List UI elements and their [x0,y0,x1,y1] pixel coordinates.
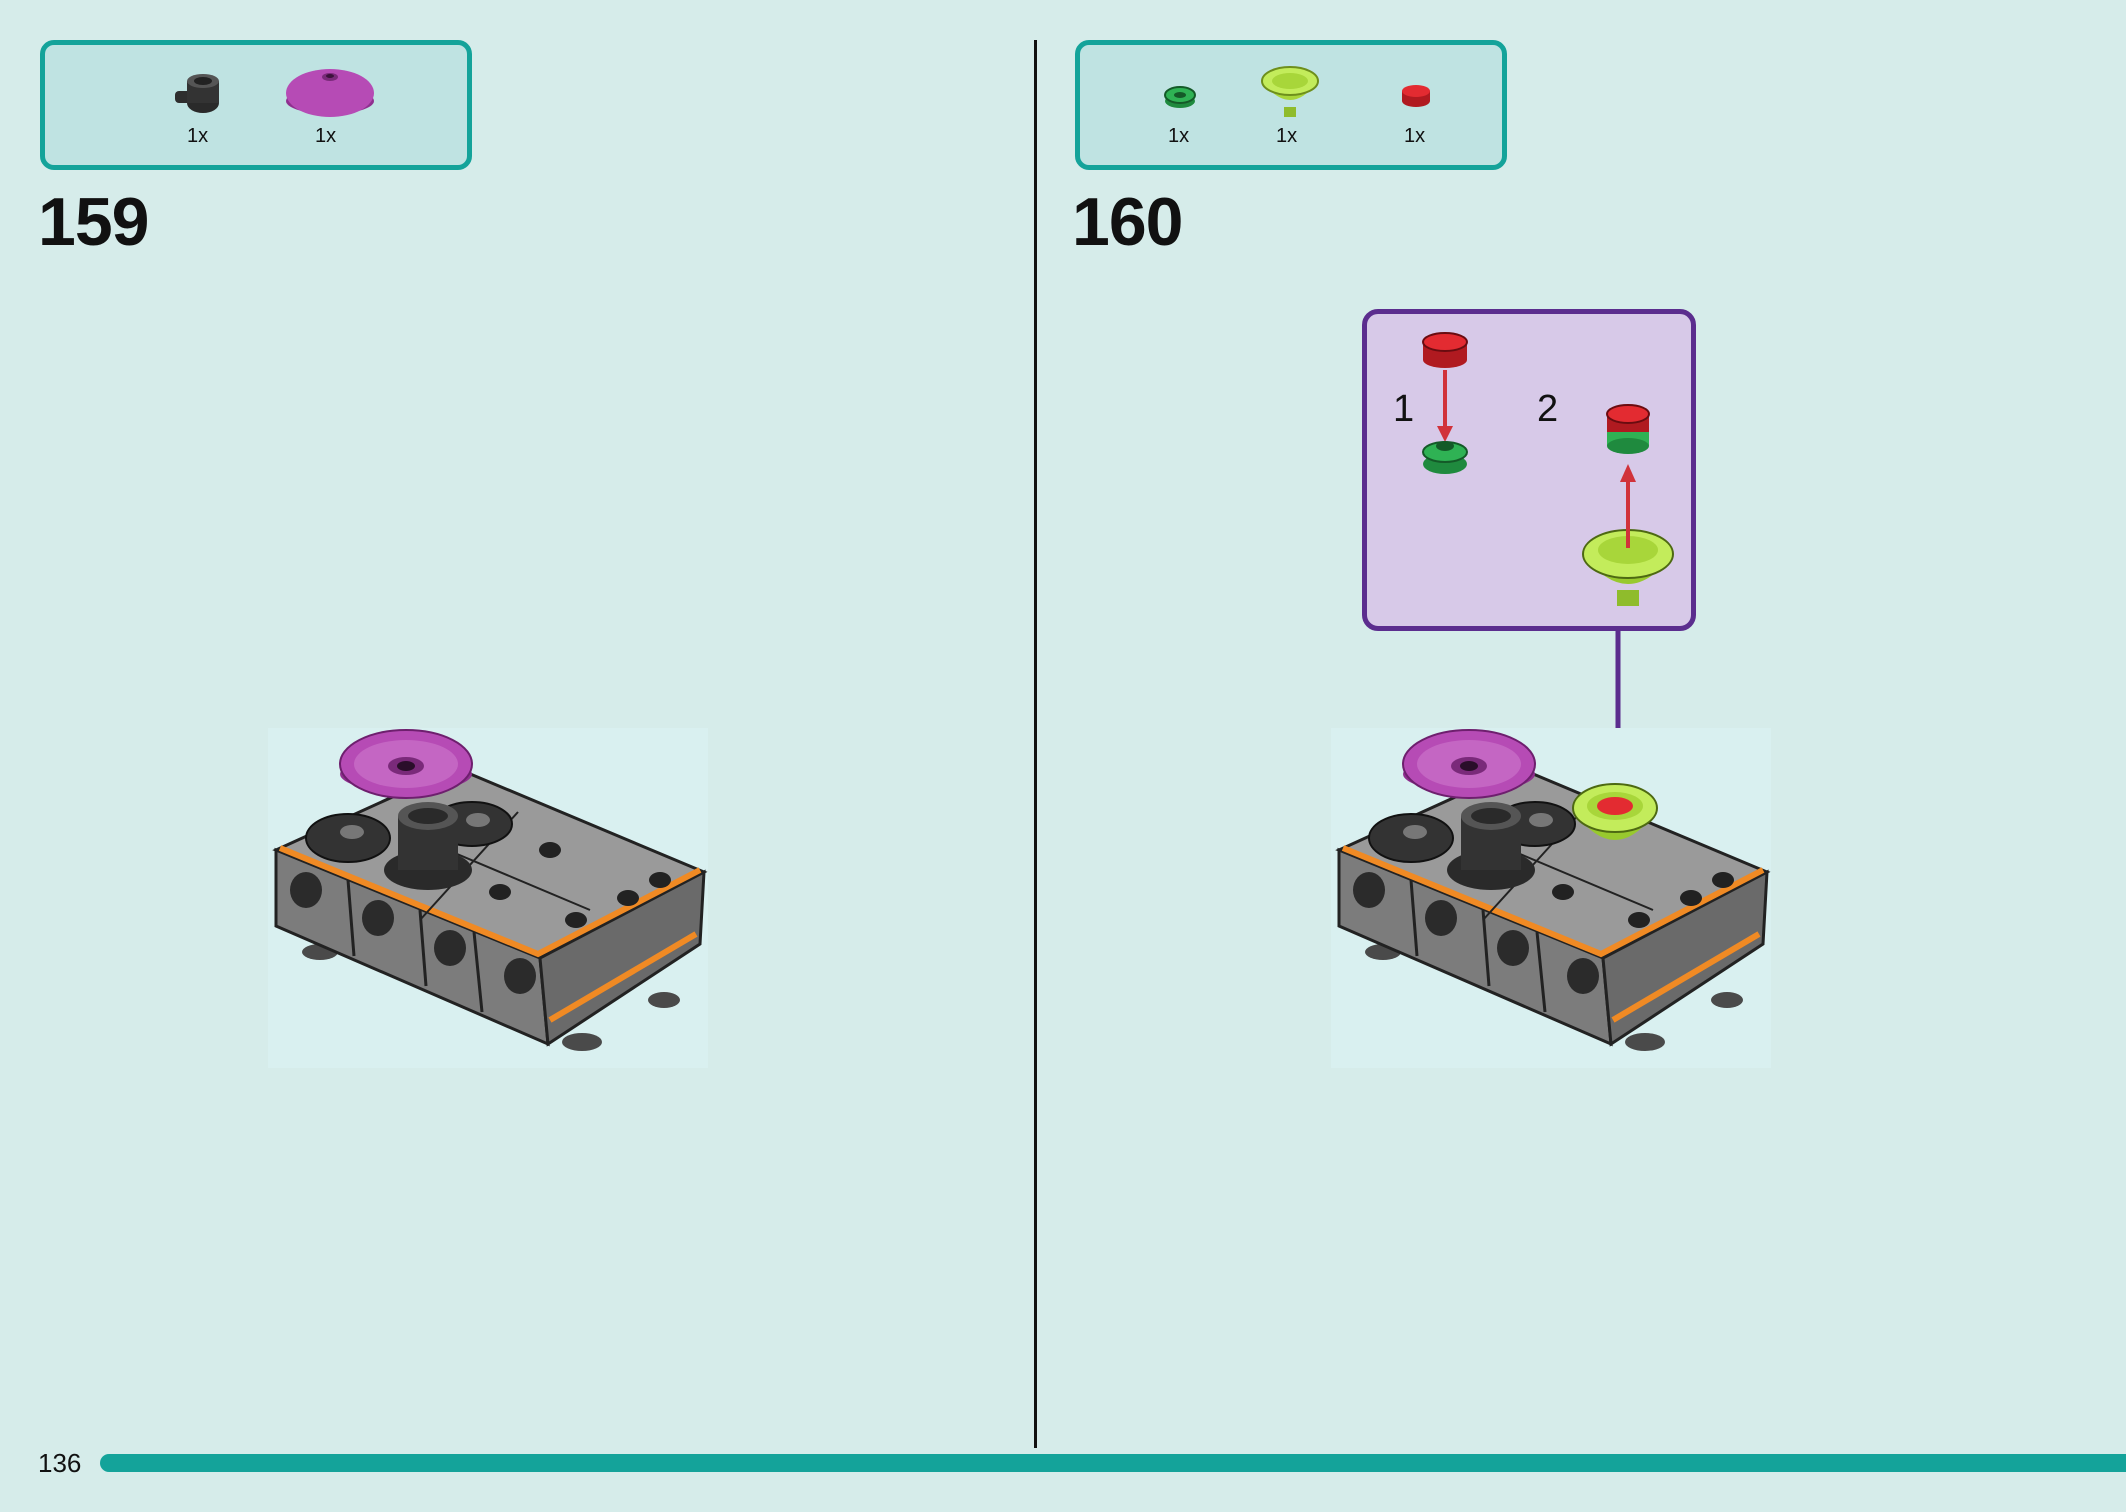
red-round-tile-icon [1402,85,1430,107]
part-quantity: 1x [1276,125,1298,147]
sub-step-number: 2 [1537,388,1559,430]
step-number: 160 [1072,184,1183,260]
green-round-plate-icon [1164,86,1196,108]
part-item: 1x [1150,65,1210,165]
part-quantity: 1x [187,125,209,147]
part-item: 1x [1250,57,1330,165]
part-quantity: 1x [315,125,337,147]
step-159-model-illustration [268,728,708,1068]
part-item: 1x [145,63,245,163]
dark-bar-holder-piece-icon [175,74,219,113]
sub-step-number: 1 [1393,388,1415,430]
step-160-model-illustration [1331,728,1771,1068]
parts-list-step-160: 1x 1x 1x [1075,40,1507,170]
sub-assembly-callout: 1 2 [1362,309,1696,631]
parts-list-step-159: 1x 1x [40,40,472,170]
progress-bar [100,1454,2126,1472]
sub-assembly-illustration [1422,332,1674,606]
part-quantity: 1x [1168,125,1190,147]
page-divider [1034,40,1037,1448]
part-item: 1x [1386,65,1446,165]
part-item: 1x [275,55,385,163]
step-number: 159 [38,184,149,260]
page-number: 136 [38,1448,82,1478]
magenta-round-dish-icon [286,69,374,117]
lime-cone-piece-icon [1261,66,1319,117]
part-quantity: 1x [1404,125,1426,147]
